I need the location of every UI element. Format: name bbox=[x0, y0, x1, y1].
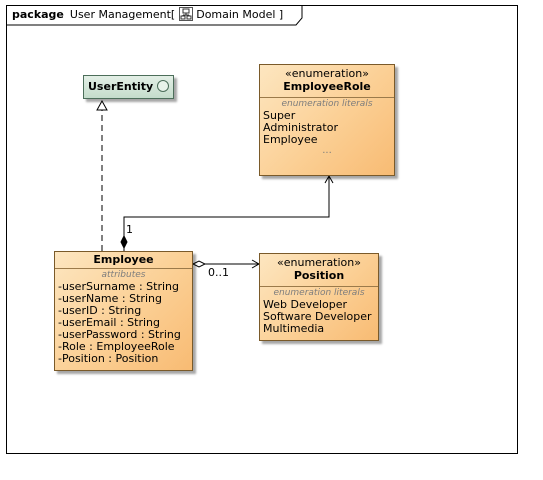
interface-circle-icon bbox=[157, 80, 169, 92]
enum-literal: Administrator bbox=[263, 121, 338, 134]
attribute-type: : String bbox=[116, 316, 161, 329]
class-header: Employee bbox=[55, 252, 192, 269]
position-enumeration[interactable]: «enumeration» Position enumeration liter… bbox=[259, 253, 379, 341]
attribute-row: -userID : String bbox=[55, 305, 192, 317]
role-multiplicity-label: 1 bbox=[126, 223, 133, 236]
attribute-name: -userName bbox=[58, 292, 119, 305]
stereotype-label: «enumeration» bbox=[285, 67, 369, 80]
package-keyword: package bbox=[12, 8, 64, 21]
attribute-row: -userPassword : String bbox=[55, 329, 192, 341]
package-frame: package User Management[ Domain Model ] bbox=[6, 5, 518, 454]
employee-class[interactable]: Employee attributes -userSurname : Strin… bbox=[54, 251, 193, 371]
stereotype-label: «enumeration» bbox=[277, 256, 361, 269]
attribute-name: -Role bbox=[58, 340, 86, 353]
role-association-line bbox=[123, 177, 330, 251]
enum-literal: Employee bbox=[263, 133, 318, 146]
attribute-row: -userSurname : String bbox=[55, 281, 192, 293]
section-label: enumeration literals bbox=[281, 99, 373, 109]
attribute-type: : String bbox=[135, 280, 179, 293]
enum-literal: Super bbox=[263, 109, 296, 122]
attribute-type: : Position bbox=[104, 352, 159, 365]
class-name: EmployeeRole bbox=[283, 80, 371, 93]
realization-arrowhead bbox=[96, 99, 108, 111]
enumeration-header: «enumeration» EmployeeRole bbox=[260, 65, 394, 98]
section-label: attributes bbox=[101, 270, 146, 280]
attribute-name: -Position bbox=[58, 352, 105, 365]
package-tab-border bbox=[7, 6, 303, 26]
userentity-interface[interactable]: UserEntity bbox=[83, 75, 174, 99]
attribute-type: : String bbox=[118, 292, 162, 305]
role-arrowhead bbox=[324, 174, 334, 184]
attribute-type: : String bbox=[97, 304, 142, 317]
attribute-type: : String bbox=[137, 328, 181, 341]
attribute-row: -Role : EmployeeRole bbox=[55, 341, 192, 353]
section-label: enumeration literals bbox=[273, 288, 365, 298]
composition-diamond bbox=[120, 234, 128, 250]
attribute-name: -userEmail bbox=[58, 316, 117, 329]
employeerole-enumeration[interactable]: «enumeration» EmployeeRole enumeration l… bbox=[259, 64, 395, 176]
class-name: Position bbox=[293, 269, 345, 282]
attribute-row: -Position : Position bbox=[55, 353, 192, 365]
attribute-type: : EmployeeRole bbox=[85, 340, 175, 353]
attribute-name: -userSurname bbox=[58, 280, 136, 293]
enum-literal: Software Developer bbox=[263, 310, 372, 323]
more-literals-ellipsis: ... bbox=[322, 145, 332, 156]
class-diagram-icon bbox=[179, 7, 194, 21]
diagram-name: Domain Model ] bbox=[196, 8, 284, 21]
aggregation-diamond bbox=[191, 260, 207, 268]
package-title: User Management[ bbox=[69, 8, 176, 21]
class-name: Employee bbox=[93, 253, 154, 266]
attribute-name: -userID bbox=[58, 304, 98, 317]
package-tab: package User Management[ Domain Model ] bbox=[7, 6, 303, 25]
attribute-row: -userName : String bbox=[55, 293, 192, 305]
interface-name: UserEntity bbox=[88, 80, 154, 93]
enum-literal: Multimedia bbox=[263, 322, 325, 335]
attribute-row: -userEmail : String bbox=[55, 317, 192, 329]
enumeration-header: «enumeration» Position bbox=[260, 254, 378, 287]
attribute-name: -userPassword bbox=[58, 328, 138, 341]
position-multiplicity-label: 0..1 bbox=[208, 266, 229, 279]
enum-literal: Web Developer bbox=[263, 298, 348, 311]
